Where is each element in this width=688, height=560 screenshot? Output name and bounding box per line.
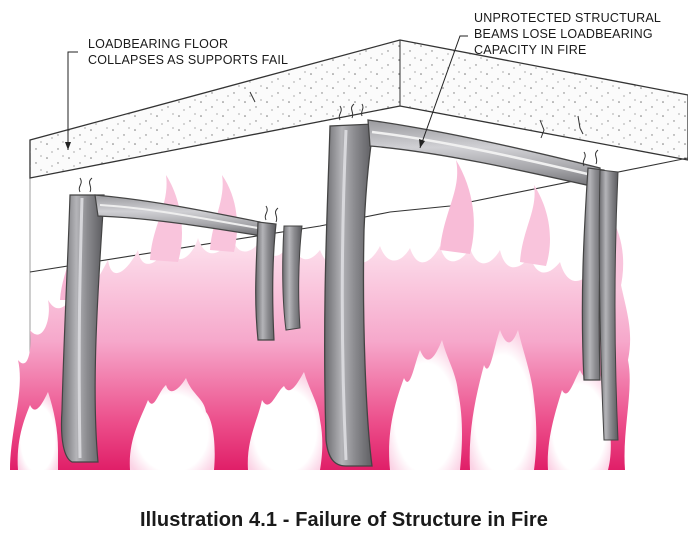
flame-core-1 bbox=[129, 378, 215, 470]
left-steel-frame bbox=[60, 177, 303, 463]
callout-unprotected-beams: UNPROTECTED STRUCTURAL BEAMS LOSE LOADBE… bbox=[474, 11, 661, 57]
fire-structure-illustration: LOADBEARING FLOOR COLLAPSES AS SUPPORTS … bbox=[10, 11, 688, 470]
right-steel-frame bbox=[324, 103, 619, 467]
beams-label-line3: CAPACITY IN FIRE bbox=[474, 43, 586, 57]
beams-label-line2: BEAMS LOSE LOADBEARING bbox=[474, 27, 653, 41]
callout-floor-collapse: LOADBEARING FLOOR COLLAPSES AS SUPPORTS … bbox=[88, 37, 288, 67]
flame-core-4 bbox=[469, 330, 537, 470]
floor-label-line2: COLLAPSES AS SUPPORTS FAIL bbox=[88, 53, 288, 67]
flame-core-2 bbox=[247, 372, 323, 470]
flame-core-3 bbox=[389, 340, 462, 470]
leader-lines bbox=[65, 35, 468, 150]
floor-label-line1: LOADBEARING FLOOR bbox=[88, 37, 228, 51]
flame-core-6 bbox=[17, 392, 59, 470]
flame-core-5 bbox=[547, 366, 611, 470]
beams-label-line1: UNPROTECTED STRUCTURAL bbox=[474, 11, 661, 25]
figure-caption: Illustration 4.1 - Failure of Structure … bbox=[139, 509, 549, 531]
